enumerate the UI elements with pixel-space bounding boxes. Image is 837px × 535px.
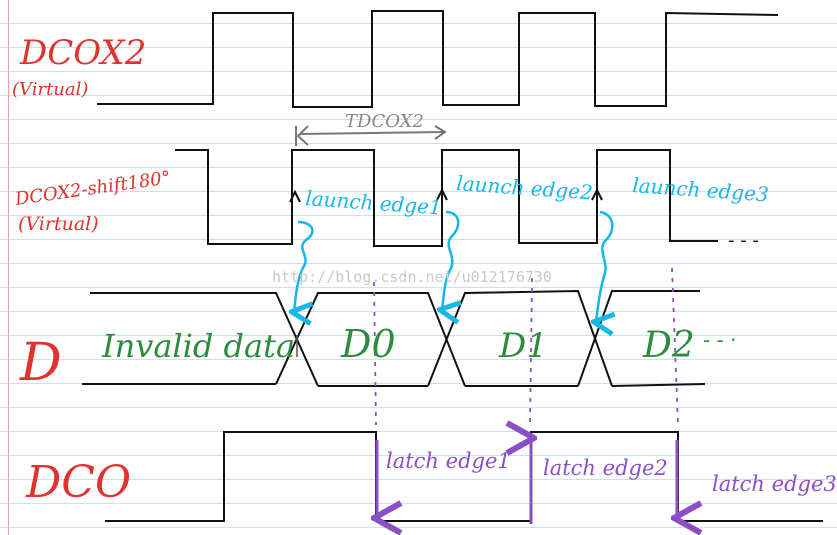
launch-edge-2-arrow: [442, 210, 458, 310]
period-arrow: [299, 125, 447, 140]
latch-guide-1: [373, 281, 377, 426]
dcox2-shift-label: DCOX2-shift180°: [13, 167, 172, 210]
latch-edge-2-label: latch edge2: [543, 456, 668, 480]
margin-line: [8, 0, 9, 535]
launch-edge-2-marker: [436, 187, 448, 201]
d-bus-upper: [90, 289, 700, 387]
launch-edge-3-marker: [591, 187, 603, 201]
launch-edge-3-label: launch edge3: [632, 173, 770, 206]
d2-label: D2: [642, 325, 695, 366]
dcox2-shift-waveform: [175, 149, 718, 247]
d1-label: D1: [498, 326, 548, 366]
dco-label: DCO: [25, 457, 131, 508]
launch-edge-3-arrow: [596, 210, 612, 322]
dcox2-waveform: [97, 10, 779, 108]
dcox2-shift-sub-label: (Virtual): [18, 213, 99, 235]
latch-guide-2: [529, 277, 533, 426]
launch-edge-1-arrow: [294, 220, 314, 312]
watermark: http://blog.csdn.net/u012176730: [272, 268, 552, 286]
d-label: D: [19, 333, 62, 393]
dcox2-sub-label: (Virtual): [12, 79, 88, 100]
invalid-data-label: Invalid data: [101, 327, 295, 365]
shift-ellipsis: - - -: [728, 230, 759, 251]
latch-edge-1-label: latch edge1: [386, 449, 511, 473]
launch-edge-2-label: launch edge2: [456, 171, 594, 204]
launch-edge-1-marker: [289, 189, 301, 203]
d0-label: D0: [340, 322, 396, 366]
latch-edge-3-label: latch edge3: [712, 472, 837, 496]
period-marker-left: [295, 125, 309, 146]
launch-edge-1-label: launch edge1: [305, 186, 443, 219]
d-ellipsis: - - ·: [703, 328, 737, 352]
period-label: TDCOX2: [345, 111, 424, 132]
latch-guide-3: [671, 267, 679, 426]
dcox2-label: DCOX2: [19, 33, 146, 73]
d-bus-lower: [82, 383, 706, 387]
